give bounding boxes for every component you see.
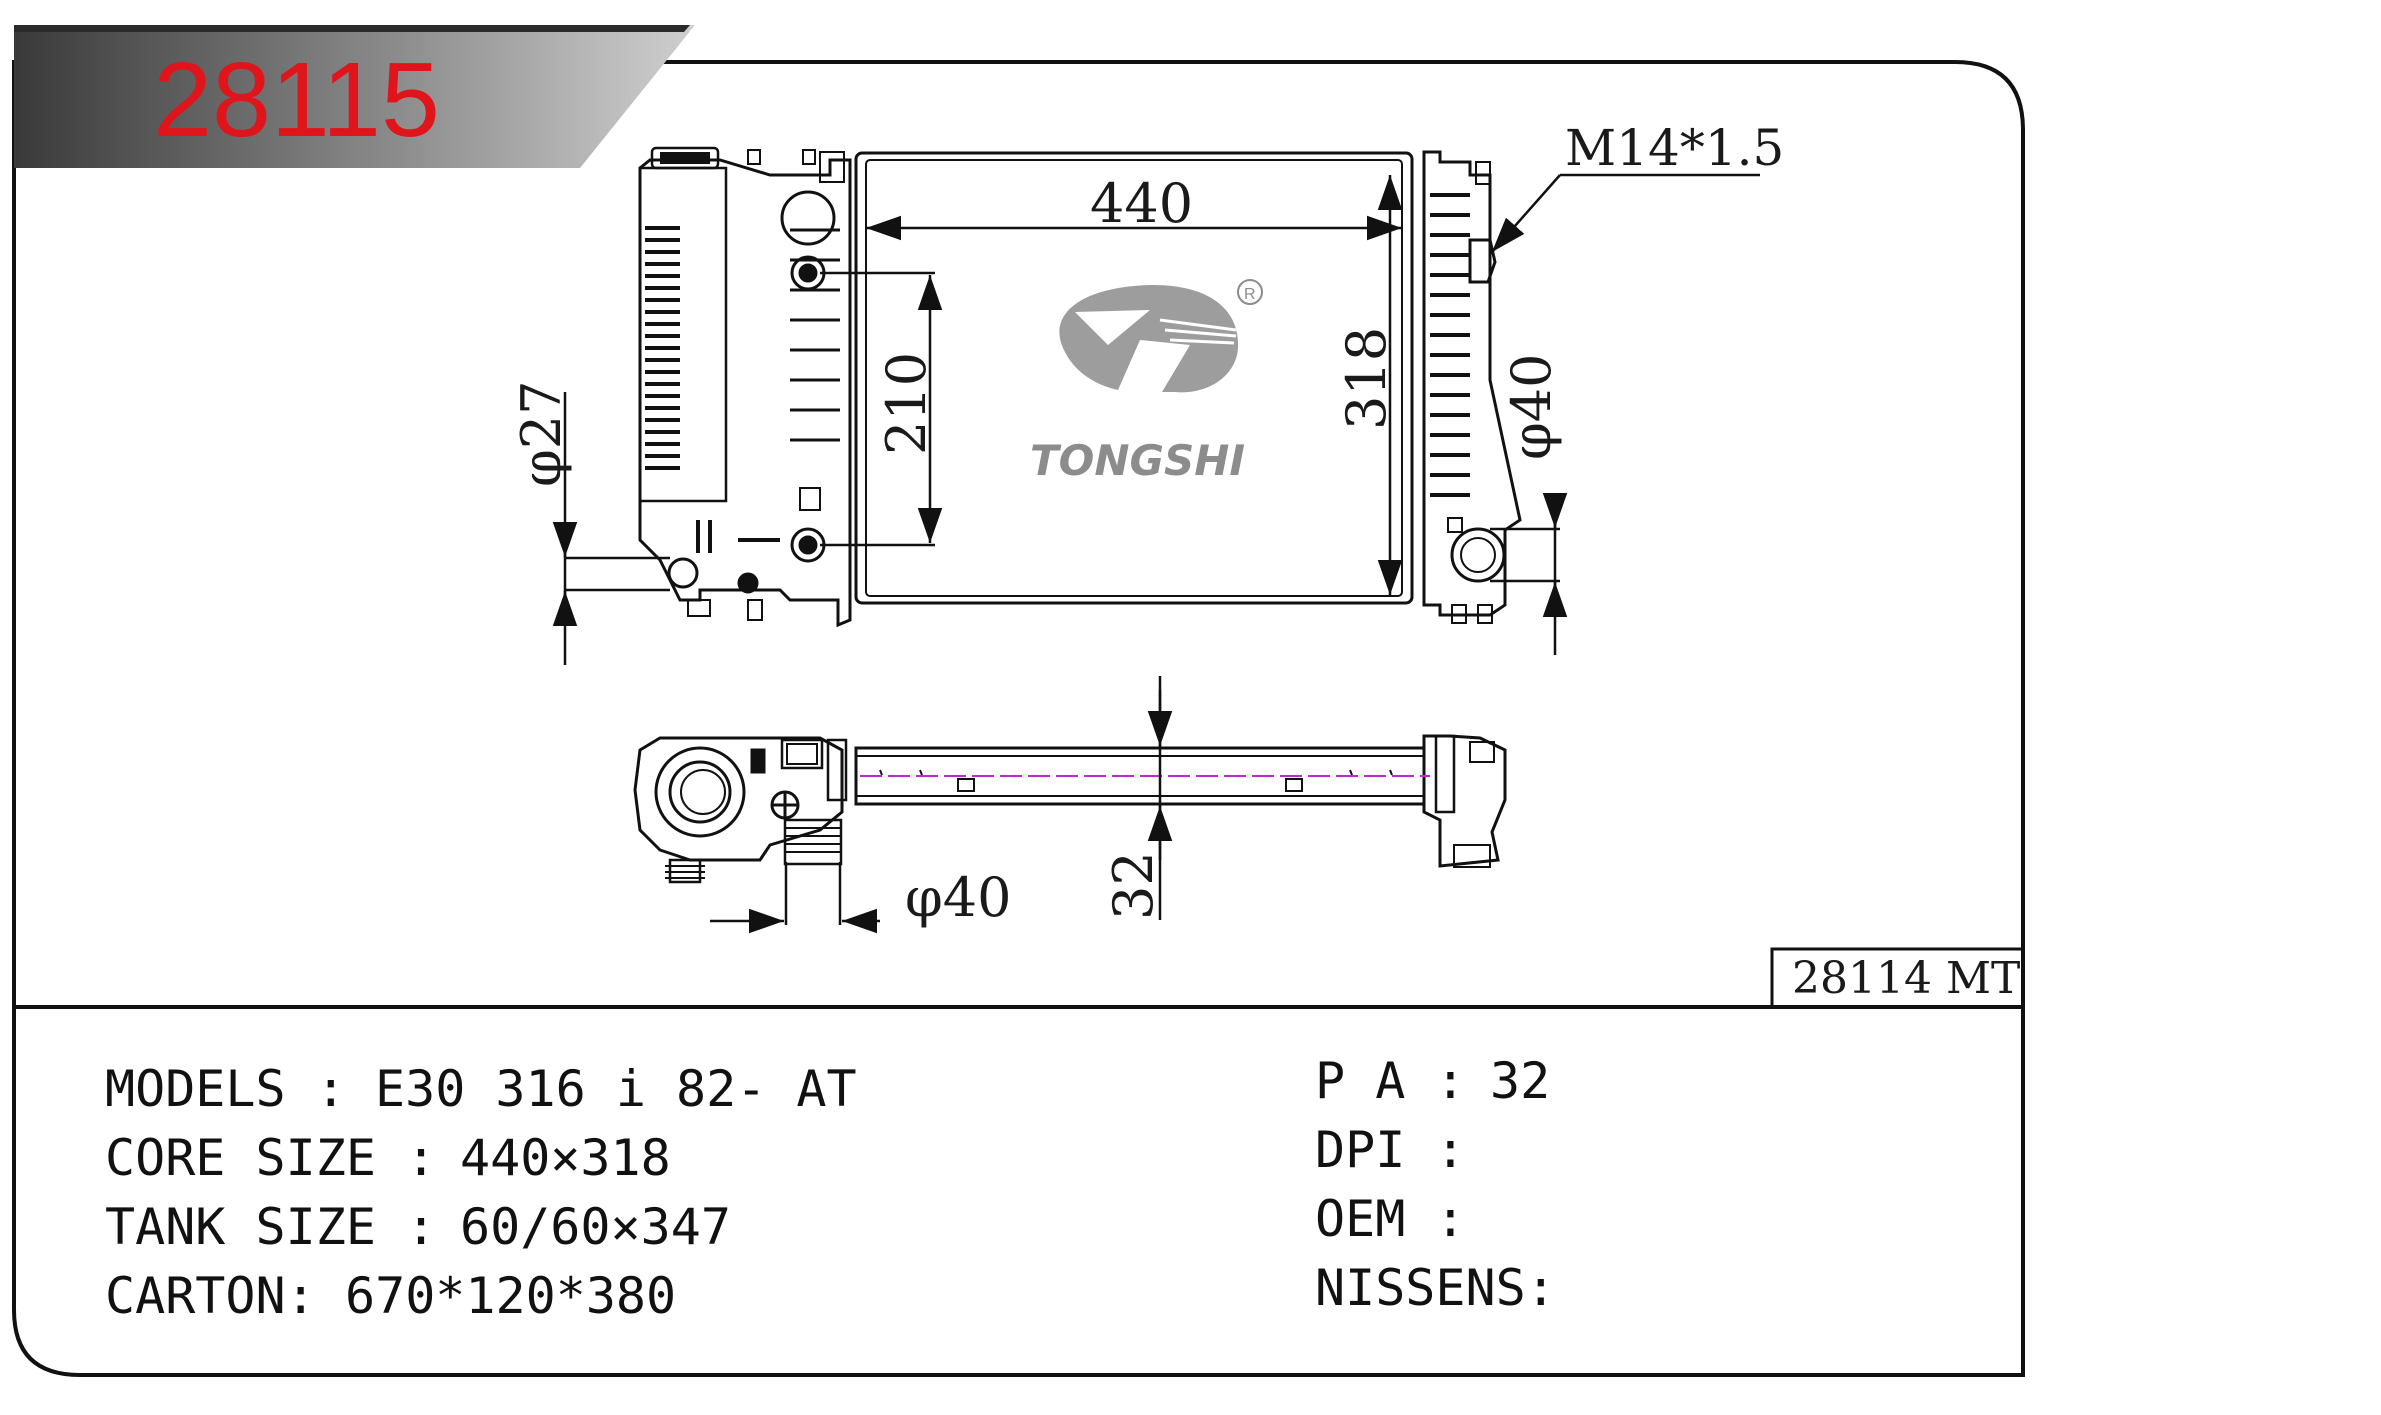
left-tank — [638, 158, 852, 628]
dim-bottom-pipe-diameter: φ40 — [905, 866, 1012, 929]
registered-mark: R — [1244, 286, 1256, 303]
dim-core-height: 318 — [1335, 327, 1398, 430]
tank-size-value: 60/60×347 — [460, 1198, 731, 1256]
oem-label: OEM : — [1315, 1190, 1466, 1248]
dim-outlet-diameter: φ40 — [1500, 353, 1563, 460]
right-tank — [1422, 150, 1522, 617]
logo-mark — [1059, 284, 1239, 393]
logo-text: TONGSHI — [1030, 436, 1245, 485]
dim-core-width: 440 — [1090, 172, 1193, 235]
core-size-label: CORE SIZE : — [105, 1129, 436, 1187]
dim-thread-spec: M14*1.5 — [1565, 119, 1784, 177]
dim-pipe-spacing: 210 — [875, 352, 938, 455]
models-value: E30 316 i 82- AT — [375, 1060, 857, 1118]
dimension-lines-front — [552, 173, 1760, 665]
specs-right: P A : 32 DPI : OEM : NISSENS: — [1315, 1052, 1556, 1317]
core-size-value: 440×318 — [460, 1129, 671, 1187]
nissens-label: NISSENS: — [1315, 1259, 1556, 1317]
part-number-title: 28115 — [153, 41, 440, 159]
dim-inlet-diameter: φ27 — [510, 380, 573, 487]
models-label: MODELS : — [105, 1060, 346, 1118]
dpi-label: DPI : — [1315, 1121, 1466, 1179]
pa-value: 32 — [1490, 1052, 1550, 1110]
radiator-bottom-view — [633, 734, 1507, 884]
tongshi-logo: R TONGSHI — [1030, 279, 1263, 485]
specs-left: MODELS : E30 316 i 82- AT CORE SIZE : 44… — [105, 1060, 857, 1325]
reference-box — [1770, 947, 2025, 1009]
radiator-core — [854, 151, 1414, 605]
carton-value: 670*120*380 — [345, 1267, 676, 1325]
title-banner: 28115 — [14, 25, 695, 168]
frame-border — [12, 60, 2025, 1377]
dim-core-thickness: 32 — [1102, 851, 1165, 920]
pa-label: P A : — [1315, 1052, 1466, 1110]
dimension-lines-bottom — [710, 676, 1173, 934]
tank-size-label: TANK SIZE : — [105, 1198, 436, 1256]
reference-part: 28114 MT — [1792, 953, 2020, 1004]
carton-label: CARTON: — [105, 1267, 316, 1325]
